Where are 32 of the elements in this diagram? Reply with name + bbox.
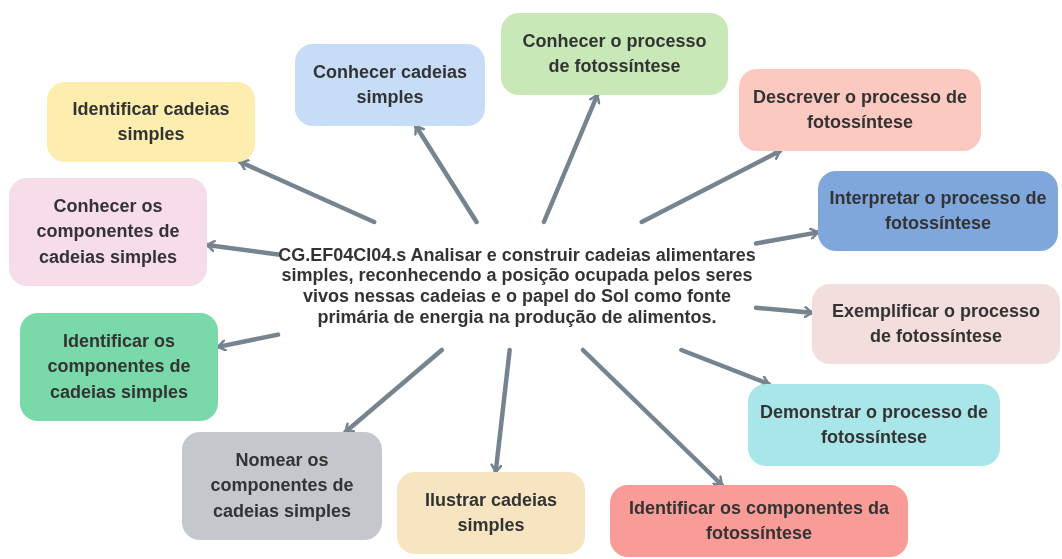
rounded-box: [610, 485, 908, 557]
rounded-box: [9, 178, 207, 286]
rounded-box: [20, 313, 218, 421]
box-label: Identificar os componentes da fotossíntese: [627, 496, 891, 545]
box-label: Interpretar o processo de fotossíntese: [828, 186, 1048, 235]
rounded-box: [748, 384, 1000, 466]
rounded-box: [818, 171, 1058, 251]
box-label: Ilustrar cadeias simples: [423, 488, 559, 537]
arrow: [343, 347, 445, 435]
rounded-box: [501, 13, 728, 95]
arrow: [580, 347, 725, 488]
arrow: [490, 347, 512, 475]
box-label: Identificar os componentes de cadeias simples: [46, 330, 192, 404]
rounded-box: [397, 472, 585, 554]
arrow: [639, 148, 783, 225]
box-label: Identificar cadeias simples: [71, 97, 231, 146]
rounded-box: [47, 82, 255, 162]
box-label: Nomear os componentes de cadeias simples: [209, 449, 355, 523]
arrow: [541, 92, 601, 225]
box-label: Demonstrar o processo de fotossíntese: [758, 400, 990, 449]
rounded-box: [812, 284, 1060, 364]
rounded-box: [295, 44, 485, 126]
objective-text: CG.EF04CI04.s Analisar e construir cadeias alimentares simples, reconhecendo a posição ocupada pelos seres vivos nessas cadeias e o papel do Sol como fonte primária de energia na produção de alimentos.: [278, 244, 756, 328]
arrow: [413, 123, 479, 225]
box-label: Conhecer cadeias simples: [311, 60, 469, 109]
box-label: Descrever o processo de fotossíntese: [751, 85, 969, 134]
box-label: Conhecer o processo de fotossíntese: [521, 29, 708, 78]
arrow: [238, 159, 377, 225]
box-label: Conhecer os componentes de cadeias simples: [35, 195, 181, 269]
box-label: Exemplificar o processo de fotossíntese: [830, 299, 1042, 348]
rounded-box: [182, 432, 382, 540]
rounded-box: [739, 69, 981, 151]
